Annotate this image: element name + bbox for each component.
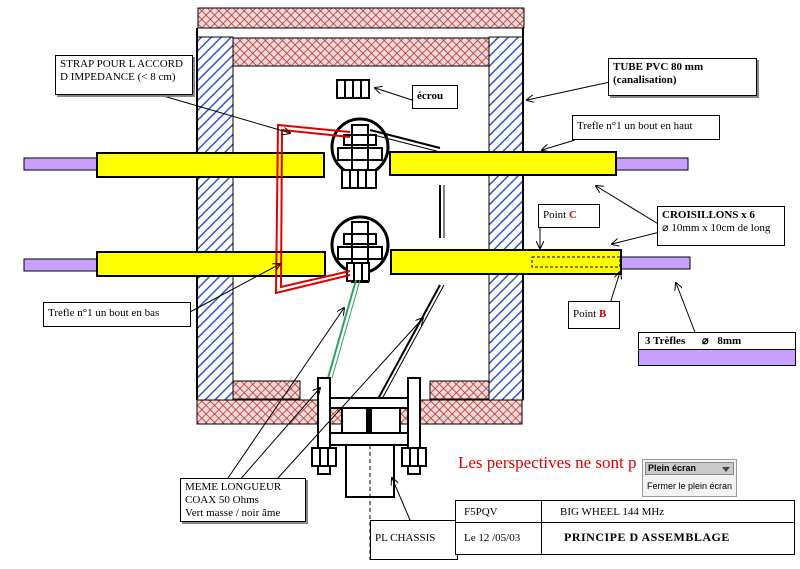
rod-bottom-left — [23, 258, 99, 272]
top-inner-cap — [231, 37, 491, 67]
date: Le 12 /05/03 — [464, 532, 521, 544]
tube-top-left — [96, 152, 325, 178]
ecrou-label: écrou — [412, 85, 458, 109]
fullscreen-dropdown[interactable]: Plein écran — [645, 462, 734, 475]
tube-bottom-right — [390, 249, 622, 275]
bottom-inner-left — [232, 380, 301, 400]
rod-bottom-right — [619, 256, 691, 270]
exit-fullscreen-button[interactable]: Fermer le plein écran — [647, 481, 733, 491]
rod-top-right — [615, 157, 689, 171]
rod-top-left — [23, 157, 99, 171]
top-cap — [197, 7, 525, 29]
pl-chassis-connector — [311, 377, 427, 560]
meme-longueur-label: MEME LONGUEUR COAX 50 Ohms Vert masse / … — [180, 478, 306, 522]
trefle-rod-sample — [639, 349, 795, 365]
author: F5PQV — [464, 506, 498, 518]
red-strap — [274, 123, 351, 295]
hub-top — [330, 117, 441, 189]
ecrou-symbol — [336, 79, 370, 99]
point-c-label: Point C — [538, 204, 600, 228]
point-b-label: Point B — [568, 301, 620, 329]
title-block: F5PQV BIG WHEEL 144 MHz Le 12 /05/03 PRI… — [455, 500, 795, 555]
croisillon-dashed — [531, 256, 621, 268]
project: BIG WHEEL 144 MHz — [560, 506, 665, 518]
pvc-wall-left — [196, 36, 234, 401]
bottom-inner-right — [429, 380, 490, 400]
trefle-top-label: Trefle n°1 un bout en haut — [572, 115, 720, 140]
subject: PRINCIPE D ASSEMBLAGE — [564, 530, 730, 544]
tube-bottom-left — [96, 251, 326, 277]
hub-bottom — [330, 215, 390, 283]
pl-chassis-label: PL CHASSIS — [370, 520, 458, 560]
pvc-wall-right — [488, 36, 524, 401]
trefle-bottom-label: Trefle n°1 un bout en bas — [43, 302, 191, 327]
diameter-icon: ⌀ — [662, 222, 672, 234]
chevron-down-icon — [722, 467, 730, 472]
tube-pvc-label: TUBE PVC 80 mm (canalisation) — [608, 58, 757, 96]
croisillons-label: CROISILLONS x 6 ⌀ 10mm x 10cm de long — [657, 206, 785, 246]
diameter-icon: ⌀ — [701, 335, 709, 347]
fullscreen-popup: Plein écran Fermer le plein écran — [642, 459, 737, 497]
tube-top-right — [389, 151, 617, 176]
trefles-label: 3 Trèfles ⌀ 8mm — [638, 332, 796, 366]
strap-label: STRAP POUR L ACCORD D IMPEDANCE (< 8 cm) — [55, 55, 193, 95]
